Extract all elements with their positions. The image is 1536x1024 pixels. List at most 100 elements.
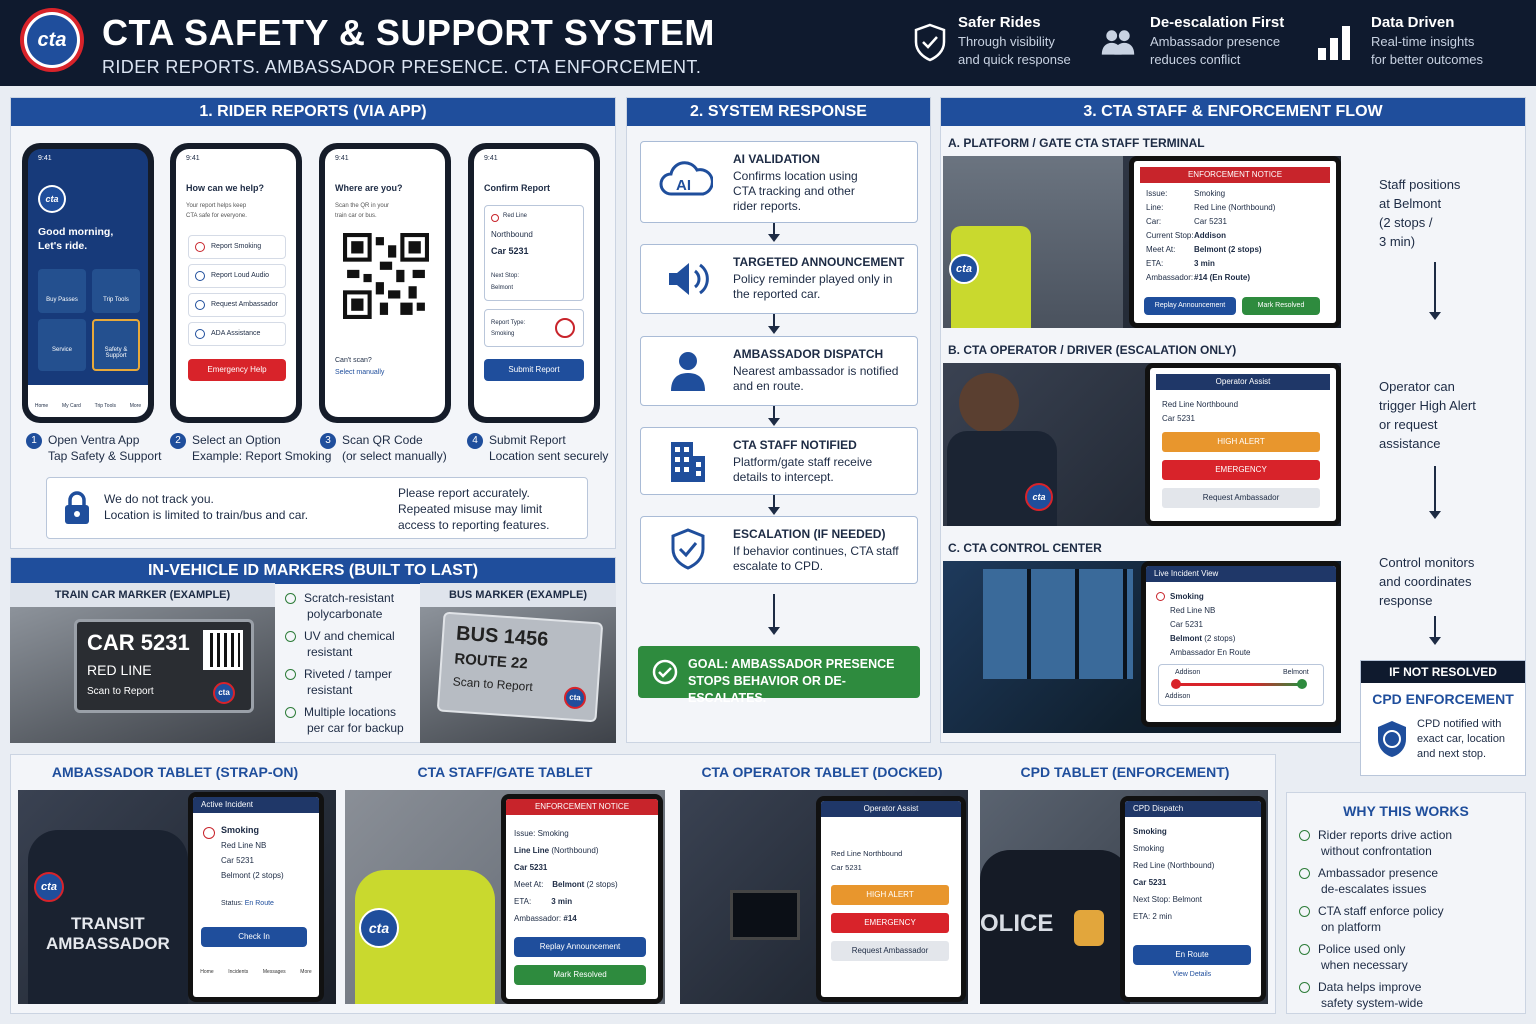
- phone-confirm: 9:41 Confirm Report Red Line Northbound …: [468, 143, 600, 423]
- option-ada-assistance[interactable]: ADA Assistance: [188, 322, 286, 346]
- check-in-button[interactable]: Check In: [201, 927, 307, 947]
- emergency-button[interactable]: EMERGENCY: [1162, 460, 1320, 480]
- report-details-card: Red Line Northbound Car 5231 Next Stop:B…: [484, 205, 584, 301]
- option-report-loud-audio[interactable]: Report Loud Audio: [188, 264, 286, 288]
- ambassador-tablet-heading: AMBASSADOR TABLET (STRAP-ON): [51, 764, 299, 780]
- police-jacket-text: OLICE: [980, 910, 1054, 937]
- operator-tablet-heading: CTA OPERATOR TABLET (DOCKED): [701, 764, 943, 780]
- request-ambassador-button[interactable]: Request Ambassador: [831, 941, 949, 961]
- tile-buy-passes[interactable]: Buy Passes: [38, 269, 86, 313]
- greeting: Good morning,Let's ride.: [38, 226, 114, 252]
- bar-chart-icon: [1318, 26, 1350, 60]
- check-icon: [1299, 830, 1310, 842]
- cpd-enforcement-box: IF NOT RESOLVED CPD ENFORCEMENT CPD noti…: [1360, 660, 1526, 776]
- select-manually-link[interactable]: Select manually: [335, 369, 385, 376]
- cta-logo: cta: [213, 682, 235, 704]
- replay-announcement-button[interactable]: Replay Announcement: [1144, 297, 1236, 315]
- en-route-button[interactable]: En Route: [1133, 945, 1251, 965]
- person-icon: [671, 352, 705, 391]
- view-details-link[interactable]: View Details: [1172, 971, 1212, 978]
- building-icon: [671, 442, 705, 482]
- why-this-works-box: WHY THIS WORKS Rider reports drive actio…: [1286, 792, 1526, 1014]
- tile-safety-support[interactable]: Safety & Support: [92, 319, 140, 371]
- mark-resolved-button[interactable]: Mark Resolved: [514, 965, 646, 985]
- check-icon: [1299, 868, 1310, 880]
- markers-heading: IN-VEHICLE ID MARKERS (BUILT TO LAST): [11, 558, 615, 584]
- rider-reports-heading: 1. RIDER REPORTS (VIA APP): [11, 98, 615, 126]
- monitor-wall: [983, 569, 1133, 679]
- staff-gate-tablet: ENFORCEMENT NOTICE Issue: Smoking Line L…: [501, 794, 663, 1004]
- shield-check-icon: [914, 23, 946, 62]
- notice-labels: Issue:Line:Car:Current Stop:Meet At:ETA:…: [1146, 189, 1194, 282]
- mark-resolved-button[interactable]: Mark Resolved: [1242, 297, 1320, 315]
- check-icon: [285, 593, 296, 605]
- qr-code[interactable]: [203, 630, 243, 670]
- cta-logo: cta: [1025, 483, 1053, 511]
- nav-home[interactable]: Home: [34, 403, 49, 409]
- cpd-tablet-heading: CPD TABLET (ENFORCEMENT): [1020, 764, 1230, 780]
- ai-cloud-icon: AI: [659, 161, 713, 196]
- shield-icon: [671, 528, 705, 570]
- escalation-step: ESCALATION (IF NEEDED)If behavior contin…: [640, 516, 918, 584]
- option-request-ambassador[interactable]: Request Ambassador: [188, 293, 286, 317]
- option-report-smoking[interactable]: Report Smoking: [188, 235, 286, 259]
- nav-my-card[interactable]: My Card: [61, 403, 81, 409]
- replay-announcement-button[interactable]: Replay Announcement: [514, 937, 646, 957]
- people-icon: [1101, 30, 1135, 55]
- tile-service[interactable]: Service: [38, 319, 86, 371]
- check-icon: [1299, 982, 1310, 994]
- qr-code[interactable]: [343, 233, 429, 319]
- app-logo: cta: [38, 185, 66, 213]
- system-response-heading: 2. SYSTEM RESPONSE: [627, 98, 930, 126]
- staff-gate-photo: cta ENFORCEMENT NOTICE Issue: Smoking Li…: [345, 790, 665, 1004]
- phone-options: 9:41 How can we help? Your report helps …: [170, 143, 302, 423]
- check-icon: [285, 669, 296, 681]
- high-alert-button[interactable]: HIGH ALERT: [831, 885, 949, 905]
- cta-logo: cta: [359, 908, 399, 948]
- tile-trip-tools[interactable]: Trip Tools: [92, 269, 140, 313]
- nav-trip-tools[interactable]: Trip Tools: [94, 403, 116, 409]
- request-ambassador-button[interactable]: Request Ambassador: [1162, 488, 1320, 508]
- emergency-help-button[interactable]: Emergency Help: [188, 359, 286, 381]
- speaker-icon: [669, 263, 709, 295]
- nav-more[interactable]: More: [129, 403, 142, 409]
- check-icon: [1299, 944, 1310, 956]
- high-alert-button[interactable]: HIGH ALERT: [1162, 432, 1320, 452]
- submit-report-button[interactable]: Submit Report: [484, 359, 584, 381]
- train-car-plate: CAR 5231 RED LINE Scan to Report cta: [74, 619, 254, 713]
- svg-text:AI: AI: [676, 177, 691, 194]
- emergency-button[interactable]: EMERGENCY: [831, 913, 949, 933]
- cta-logo: cta: [563, 686, 587, 710]
- check-icon: [285, 631, 296, 643]
- police-badge-icon: [1378, 721, 1406, 757]
- police-patch-icon: [1074, 910, 1104, 946]
- report-type-card: Report Type:Smoking: [484, 309, 584, 347]
- cta-logo: cta: [34, 872, 64, 902]
- page-subtitle: RIDER REPORTS. AMBASSADOR PRESENCE. CTA …: [102, 57, 702, 77]
- platform-staff-photo: cta ENFORCEMENT NOTICE Issue:Line:Car:Cu…: [943, 156, 1341, 328]
- staff-flow-heading: 3. CTA STAFF & ENFORCEMENT FLOW: [941, 98, 1525, 126]
- page-title: CTA SAFETY & SUPPORT SYSTEM: [102, 12, 715, 53]
